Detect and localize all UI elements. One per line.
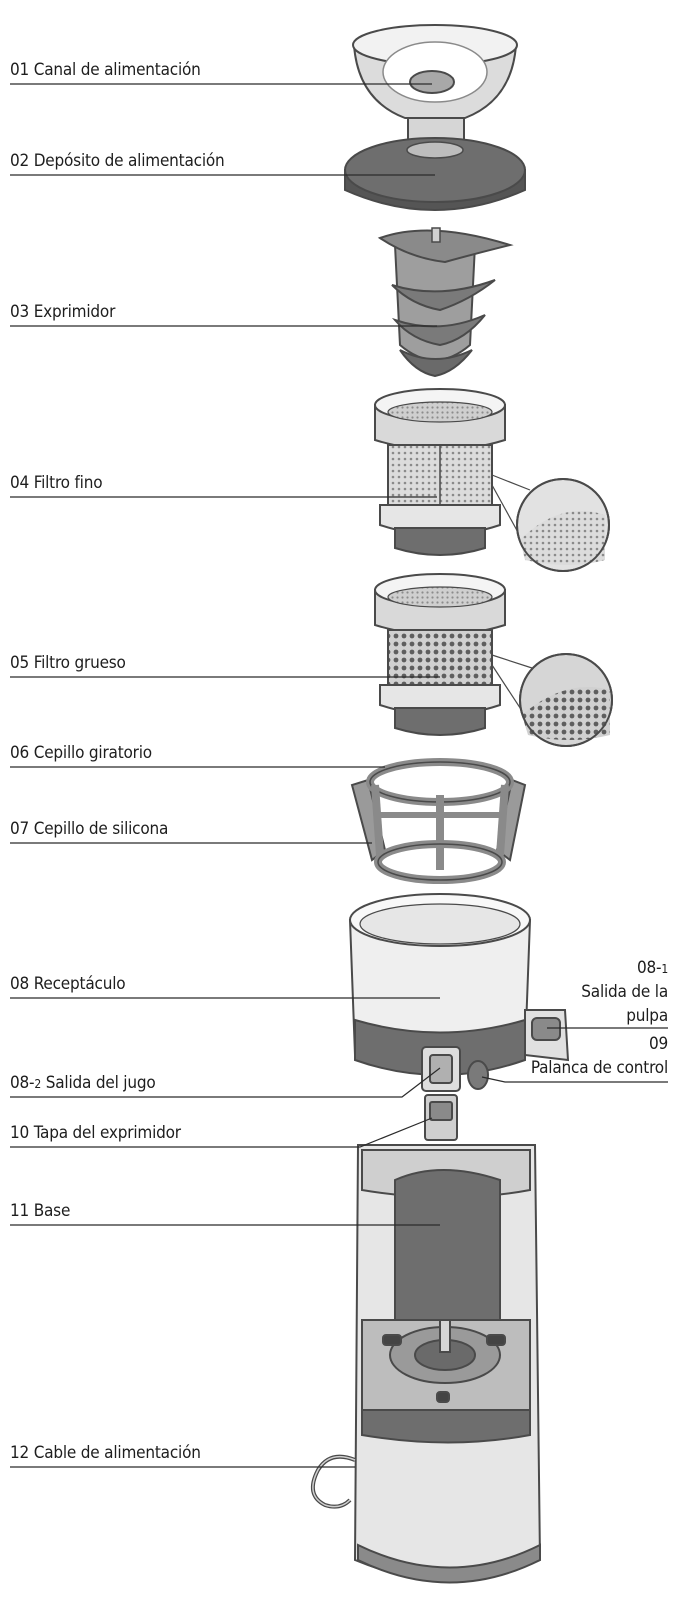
label-control-lever-number: 09	[648, 1034, 668, 1054]
leader-line-10	[10, 1117, 433, 1148]
label-auger: 03 Exprimidor	[10, 302, 116, 322]
label-fine-filter: 04 Filtro fino	[10, 473, 103, 493]
base-part	[353, 1144, 542, 1584]
label-power-cable: 12 Cable de alimentación	[10, 1443, 201, 1463]
leader-line-08-2	[10, 1067, 441, 1098]
leader-lines	[10, 83, 668, 1468]
label-coarse-filter: 05 Filtro grueso	[10, 653, 126, 673]
label-juicer-cap: 10 Tapa del exprimidor	[10, 1123, 181, 1143]
fine-filter-zoom	[491, 474, 610, 572]
leader-line-09	[481, 1076, 668, 1083]
label-feed-tray: 02 Depósito de alimentación	[10, 151, 225, 171]
auger-part	[377, 227, 514, 378]
fine-filter-part	[374, 388, 506, 556]
coarse-filter-zoom	[491, 653, 613, 747]
label-receptacle: 08 Receptáculo	[10, 974, 126, 994]
rotating-brush-part	[350, 758, 527, 884]
receptacle-part	[348, 893, 570, 1092]
feed-tray-part	[344, 137, 526, 211]
label-silicone-brush: 07 Cepillo de silicona	[10, 819, 169, 839]
label-control-lever: Palanca de control	[530, 1058, 668, 1078]
label-juice-outlet: 08-2 Salida del jugo	[10, 1073, 156, 1093]
juicer-cap-part	[424, 1094, 458, 1141]
power-cable-part	[310, 1454, 356, 1509]
label-base: 11 Base	[10, 1201, 71, 1221]
label-feed-chute: 01 Canal de alimentación	[10, 60, 201, 80]
feed-chute-part	[352, 24, 518, 141]
label-pulp-outlet-line2: pulpa	[626, 1006, 668, 1026]
label-pulp-outlet-number: 08-1	[636, 958, 668, 978]
label-pulp-outlet-line1: Salida de la	[581, 982, 668, 1002]
label-rotating-brush: 06 Cepillo giratorio	[10, 743, 152, 763]
coarse-filter-part	[374, 573, 506, 736]
